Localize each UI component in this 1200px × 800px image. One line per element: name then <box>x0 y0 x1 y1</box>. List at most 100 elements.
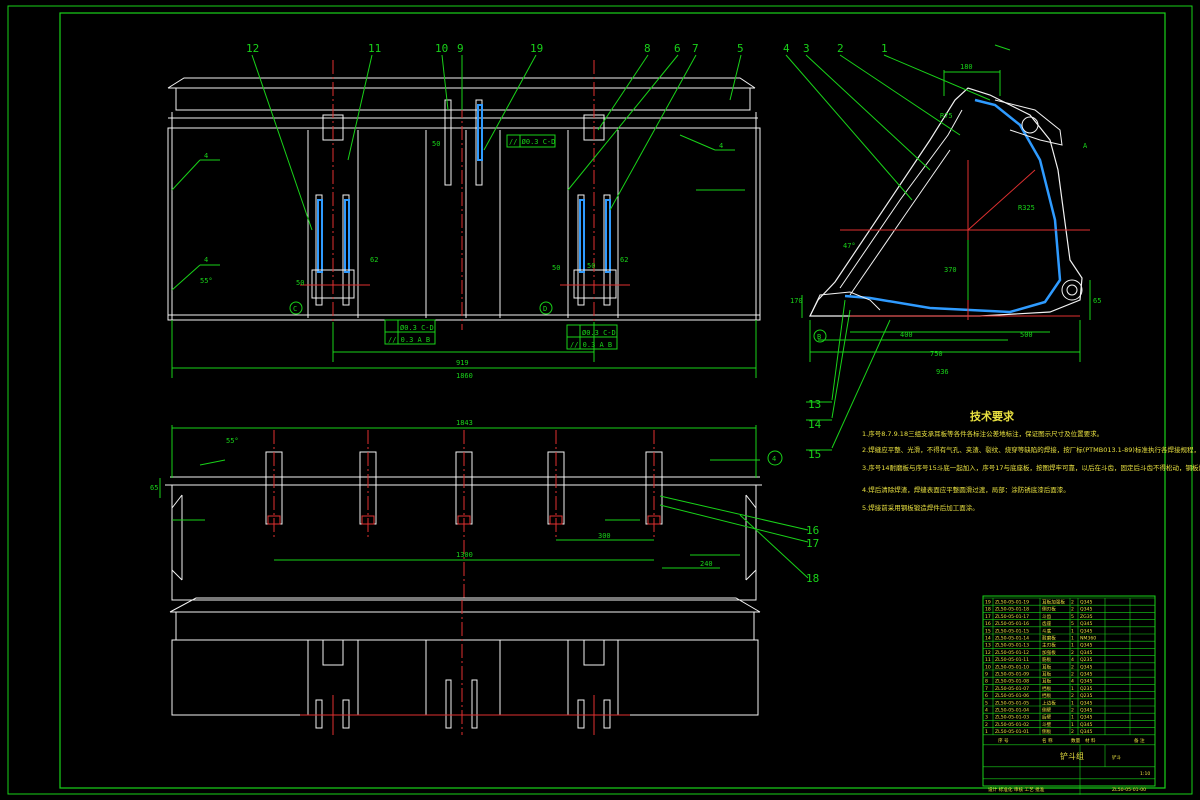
fcf-top: // Ø0.3 C-D <box>509 138 555 146</box>
bom-row-qty: 1 <box>1071 628 1074 634</box>
bom-row-no: 12 <box>985 650 991 656</box>
bom-row-qty: 2 <box>1071 664 1074 670</box>
bom-row-mat: Q345 <box>1080 600 1092 606</box>
bom-row-qty: 5 <box>1071 621 1074 627</box>
bom-row-code: ZL50-05-01-01 <box>995 729 1029 735</box>
bom-row-no: 18 <box>985 607 991 613</box>
callout-16: 16 <box>806 524 819 537</box>
dim-bolt-gap: 50 <box>587 262 595 270</box>
callout-19: 19 <box>530 42 543 55</box>
bom-row-code: ZL50-05-01-05 <box>995 700 1029 706</box>
datum-a: A <box>1083 142 1088 150</box>
bom-header-qty: 数量 <box>1071 737 1081 744</box>
bom-row-no: 9 <box>985 672 988 678</box>
tech-req-title: 技术要求 <box>970 409 1015 423</box>
bom-row-no: 15 <box>985 628 991 634</box>
outer-frame <box>7 5 1193 795</box>
tech-req-5: 5.焊接前采用钢板锻造焊件后加工面涂。 <box>862 503 979 512</box>
dim-top-angle: 55° <box>226 437 239 445</box>
dim-left-detail: 50 <box>296 279 304 287</box>
bom-row-name: 耳板 <box>1042 663 1052 670</box>
bom-row-name: 上边板 <box>1042 699 1056 706</box>
bom-row-mat: NM360 <box>1080 636 1096 642</box>
dim-radius: R325 <box>1018 204 1035 212</box>
bom-row-name: 挡板 <box>1042 692 1052 699</box>
bom-row-qty: 2 <box>1071 693 1074 699</box>
bom-row-qty: 4 <box>1071 679 1074 685</box>
weld-size-2: 4 <box>204 256 208 264</box>
bom-header-mat: 材 料 <box>1085 737 1096 744</box>
bom-row-code: ZL50-05-01-07 <box>995 686 1029 692</box>
bom-row-code: ZL50-05-01-19 <box>995 600 1029 606</box>
callout-13: 13 <box>808 398 821 411</box>
bom-row-name: 耐磨板 <box>1042 635 1056 642</box>
front-view <box>167 54 761 378</box>
bom-row-no: 8 <box>985 679 988 685</box>
dim-height: 370 <box>944 266 957 274</box>
tech-req-4: 4.焊后清除焊渣，焊缝表面应平整圆滑过渡，局部：涂防锈底漆后面漆。 <box>862 485 1070 494</box>
bom-row-name: 主刃板 <box>1042 642 1056 649</box>
callout-5: 5 <box>737 42 744 55</box>
tech-req-3: 3.序号14耐磨板与序号15斗底一起加入，序号17与底座板，按图焊牢可靠，以后在… <box>862 463 1200 472</box>
dim-mid: 750 <box>930 350 943 358</box>
bom-row-qty: 1 <box>1071 686 1074 692</box>
bom-row-code: ZL50-05-01-15 <box>995 628 1029 634</box>
bom-row-name: 耳板加强板 <box>1042 599 1065 606</box>
dim-center-gap: 50 <box>432 140 440 148</box>
dim-top-overall: 1843 <box>456 419 473 427</box>
tech-requirements: 技术要求 1.序号8.7.9.18三组支承耳板等各件各标注公差地标注，保证图示尺… <box>862 409 1200 512</box>
top-view <box>159 425 809 601</box>
title-block-scale: 1:10 <box>1140 771 1150 777</box>
dim-left-height: 62 <box>370 256 378 264</box>
bom-row-name: 加强板 <box>1042 649 1056 656</box>
bom-row-name: 齿座 <box>1042 620 1052 627</box>
dim-overall: 1860 <box>456 372 473 380</box>
bom-row-mat: Q345 <box>1080 700 1092 706</box>
bom-row-mat: Q345 <box>1080 722 1092 728</box>
callout-14: 14 <box>808 418 822 431</box>
bottom-view <box>169 597 761 735</box>
bom-row-qty: 2 <box>1071 650 1074 656</box>
side-view-labels: 4 3 2 1 13 14 15 180 370 R325 R75 400 50… <box>783 42 1101 461</box>
bom-row-name: 挡板 <box>1042 685 1052 692</box>
bom-row-name: 侧板 <box>1042 728 1052 735</box>
datum-4: 4 <box>772 455 776 463</box>
bom-row-qty: 1 <box>1071 636 1074 642</box>
bom-row-code: ZL50-05-01-12 <box>995 650 1029 656</box>
bom-row-no: 7 <box>985 686 988 692</box>
bom-row-code: ZL50-05-01-11 <box>995 657 1029 663</box>
inner-frame <box>59 12 1166 789</box>
callout-1: 1 <box>881 42 888 55</box>
bom-row-name: 耳板 <box>1042 671 1052 678</box>
bom-row-mat: Q345 <box>1080 708 1092 714</box>
title-block-part: 铲斗 <box>1112 754 1122 761</box>
bom-row-mat: Q345 <box>1080 672 1092 678</box>
bom-row-code: ZL50-05-01-10 <box>995 664 1029 670</box>
tech-req-1: 1.序号8.7.9.18三组支承耳板等各件各标注公差地标注，保证图示尺寸及位置要… <box>862 429 1103 438</box>
bom-row-no: 13 <box>985 643 991 649</box>
bom-row-mat: Q345 <box>1080 664 1092 670</box>
bom-row-no: 4 <box>985 708 988 714</box>
dim-lip-height: 170 <box>790 297 803 305</box>
fcf-right-row2: // 0.3 A B <box>570 341 612 349</box>
fcf-right-row1: Ø0.3 C-D <box>582 329 616 337</box>
bom-row-name: 侧壁 <box>1042 707 1052 714</box>
callout-8: 8 <box>644 42 651 55</box>
bom-row-mat: Q345 <box>1080 729 1092 735</box>
bom-row-qty: 1 <box>1071 722 1074 728</box>
bom-row-mat: Q345 <box>1080 679 1092 685</box>
datum-b: B <box>817 333 821 341</box>
title-block-drawing-no: ZL50-05-01-00 <box>1112 787 1146 793</box>
callout-3: 3 <box>803 42 810 55</box>
bom-row-no: 2 <box>985 722 988 728</box>
fcf-left-row2: // 0.3 A B <box>388 336 430 344</box>
bom-row-code: ZL50-05-01-14 <box>995 636 1029 642</box>
title-block-sign-row: 设计 标准化 审核 工艺 批准 <box>988 786 1045 793</box>
weld-size-3: 4 <box>719 142 723 150</box>
callout-17: 17 <box>806 537 819 550</box>
bom-row-no: 16 <box>985 621 991 627</box>
bom-row-code: ZL50-05-01-06 <box>995 693 1029 699</box>
bom-row-code: ZL50-05-01-13 <box>995 643 1029 649</box>
bom-row-mat: Q345 <box>1080 628 1092 634</box>
fcf-left-row1: Ø0.3 C-D <box>400 324 434 332</box>
